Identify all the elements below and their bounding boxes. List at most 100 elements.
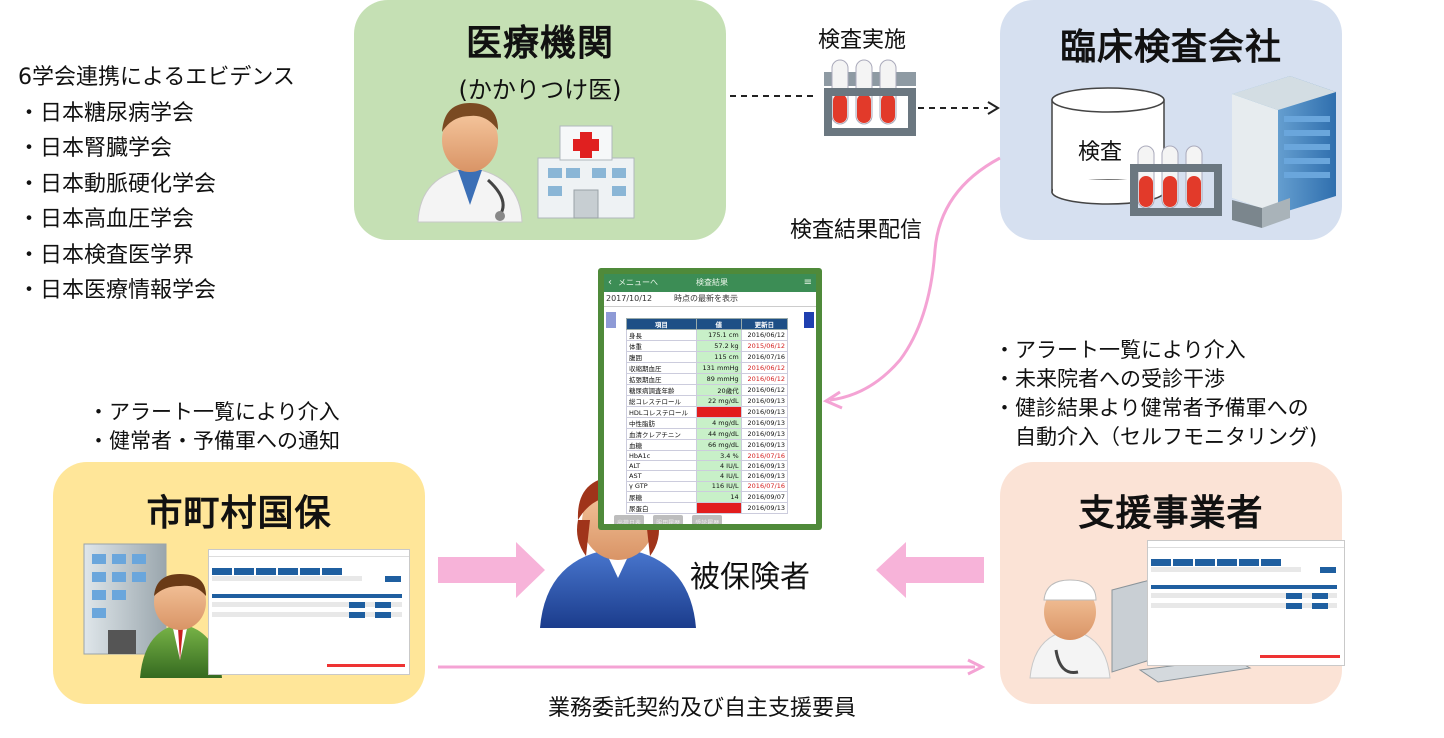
result-item: ALT bbox=[626, 460, 697, 472]
municipal-alert-screen bbox=[208, 549, 410, 675]
support-note: ・健診結果より健常者予備軍への bbox=[994, 396, 1309, 420]
result-date: 2016/09/13 bbox=[740, 428, 789, 440]
support-note: ・アラート一覧により介入 bbox=[994, 338, 1246, 362]
result-date: 2016/06/12 bbox=[740, 384, 789, 396]
result-date: 2016/09/13 bbox=[740, 470, 789, 482]
support-notes: ・アラート一覧により介入 ・未来院者への受診干渉 ・健診結果より健常者予備軍への… bbox=[994, 336, 1317, 452]
phone-screen: ‹ メニューへ 検査結果 ≡ 2017/10/12 時点の最新を表示 項目 値 … bbox=[604, 274, 816, 524]
result-date: 2016/06/12 bbox=[740, 329, 789, 341]
evidence-item: ・日本動脈硬化学会 bbox=[18, 171, 217, 197]
result-item: 中性脂肪 bbox=[626, 417, 697, 429]
result-value: 4 IU/L bbox=[695, 460, 742, 472]
municipal-insurance-title: 市町村国保 bbox=[146, 493, 332, 534]
result-item: 糖尿病調査年齢 bbox=[626, 384, 697, 396]
result-value: 131 mmHg bbox=[695, 362, 742, 374]
result-item: 腹囲 bbox=[626, 351, 697, 363]
support-note: ・未来院者への受診干渉 bbox=[994, 367, 1225, 391]
municipal-note: ・健常者・予備軍への通知 bbox=[88, 429, 340, 453]
result-item: 血清クレアチニン bbox=[626, 428, 697, 440]
result-date: 2016/07/16 bbox=[740, 480, 789, 492]
data-tank-icon bbox=[1051, 87, 1165, 205]
test-results-phone: ‹ メニューへ 検査結果 ≡ 2017/10/12 時点の最新を表示 項目 値 … bbox=[598, 268, 822, 530]
phone-header: ‹ メニューへ 検査結果 ≡ bbox=[604, 274, 816, 292]
result-item: 尿糖 bbox=[626, 490, 697, 503]
result-value: 175.1 cm bbox=[695, 329, 742, 341]
result-item: 血糖 bbox=[626, 439, 697, 451]
result-value: 4 mg/dL bbox=[695, 417, 742, 429]
evidence-item: ・日本高血圧学会 bbox=[18, 207, 195, 232]
prev-arrow-icon[interactable] bbox=[606, 312, 616, 328]
result-item: 身長 bbox=[626, 329, 697, 341]
result-date: 2016/09/13 bbox=[740, 439, 789, 451]
municipal-notes: ・アラート一覧により介入 ・健常者・予備軍への通知 bbox=[88, 398, 340, 456]
result-date: 2016/09/13 bbox=[740, 417, 789, 429]
result-date: 2016/06/12 bbox=[740, 373, 789, 385]
delivery-line bbox=[829, 156, 1001, 402]
result-value: 57.2 kg bbox=[695, 340, 742, 352]
phone-back-label[interactable]: メニューへ bbox=[618, 278, 658, 287]
result-date: 2016/07/16 bbox=[740, 351, 789, 363]
result-item: AST bbox=[626, 470, 697, 482]
result-date: 2016/07/16 bbox=[740, 449, 789, 462]
phone-date-bar: 2017/10/12 時点の最新を表示 bbox=[604, 292, 816, 307]
result-item: HDLコレステロール bbox=[626, 406, 697, 418]
result-value bbox=[695, 501, 742, 514]
businessman-icon bbox=[140, 574, 222, 678]
phone-mode: 時点の最新を表示 bbox=[674, 294, 738, 303]
result-date: 2016/09/13 bbox=[740, 501, 789, 514]
phone-title: 検査結果 bbox=[696, 278, 728, 287]
menu-icon[interactable]: ≡ bbox=[803, 277, 812, 288]
arrow-support-to-insured bbox=[876, 542, 984, 598]
col-value: 値 bbox=[695, 318, 742, 330]
evidence-title: 6学会連携によるエビデンス bbox=[18, 65, 295, 90]
evidence-list: 6学会連携によるエビデンス ・日本糖尿病学会 ・日本腎臓学会 ・日本動脈硬化学会… bbox=[18, 60, 295, 309]
clinical-lab-title: 臨床検査会社 bbox=[1059, 27, 1282, 68]
phone-button-1[interactable]: 出荷日表 bbox=[614, 515, 645, 524]
phone-button-2[interactable]: 服用履歴 bbox=[653, 515, 684, 524]
evidence-item: ・日本検査医学界 bbox=[18, 242, 195, 268]
delivery-arrowhead bbox=[822, 390, 843, 410]
phone-button-3[interactable]: 受診履歴 bbox=[692, 515, 723, 524]
result-value: 14 bbox=[695, 490, 742, 503]
result-item: 収縮期血圧 bbox=[626, 362, 697, 374]
result-value: 4 IU/L bbox=[695, 470, 742, 482]
support-alert-screen bbox=[1147, 540, 1345, 666]
result-item: 拡張期血圧 bbox=[626, 373, 697, 385]
contract-label: 業務委託契約及び自主支援要員 bbox=[548, 696, 857, 721]
result-date: 2015/06/12 bbox=[740, 340, 789, 352]
col-date: 更新日 bbox=[740, 318, 789, 330]
medical-institution-title: 医療機関 bbox=[465, 23, 614, 64]
back-chevron-icon[interactable]: ‹ bbox=[608, 277, 612, 288]
hospital-icon bbox=[537, 125, 635, 219]
municipal-building-icon bbox=[83, 543, 167, 655]
next-arrow-icon[interactable] bbox=[804, 312, 814, 328]
result-item: HbA1c bbox=[626, 449, 697, 462]
evidence-item: ・日本腎臓学会 bbox=[18, 136, 173, 161]
result-date: 2016/09/13 bbox=[740, 395, 789, 407]
result-value: 70 mg/dL bbox=[695, 406, 742, 418]
result-value: 20歳代 bbox=[695, 384, 742, 396]
result-date: 2016/06/12 bbox=[740, 362, 789, 374]
tank-label: 検査 bbox=[1078, 140, 1123, 165]
arrow-municipal-to-insured bbox=[438, 542, 545, 598]
result-value: 89 mmHg bbox=[695, 373, 742, 385]
result-item: γ GTP bbox=[626, 480, 697, 492]
result-value: 66 mg/dL bbox=[695, 439, 742, 451]
nurse-icon bbox=[1029, 579, 1111, 679]
result-value: 115 cm bbox=[695, 351, 742, 363]
office-building-icon bbox=[1232, 76, 1336, 228]
medical-institution-subtitle: (かかりつけ医) bbox=[458, 76, 622, 104]
phone-date[interactable]: 2017/10/12 bbox=[606, 294, 653, 303]
phone-buttons: 出荷日表 服用履歴 受診履歴 bbox=[614, 510, 726, 524]
